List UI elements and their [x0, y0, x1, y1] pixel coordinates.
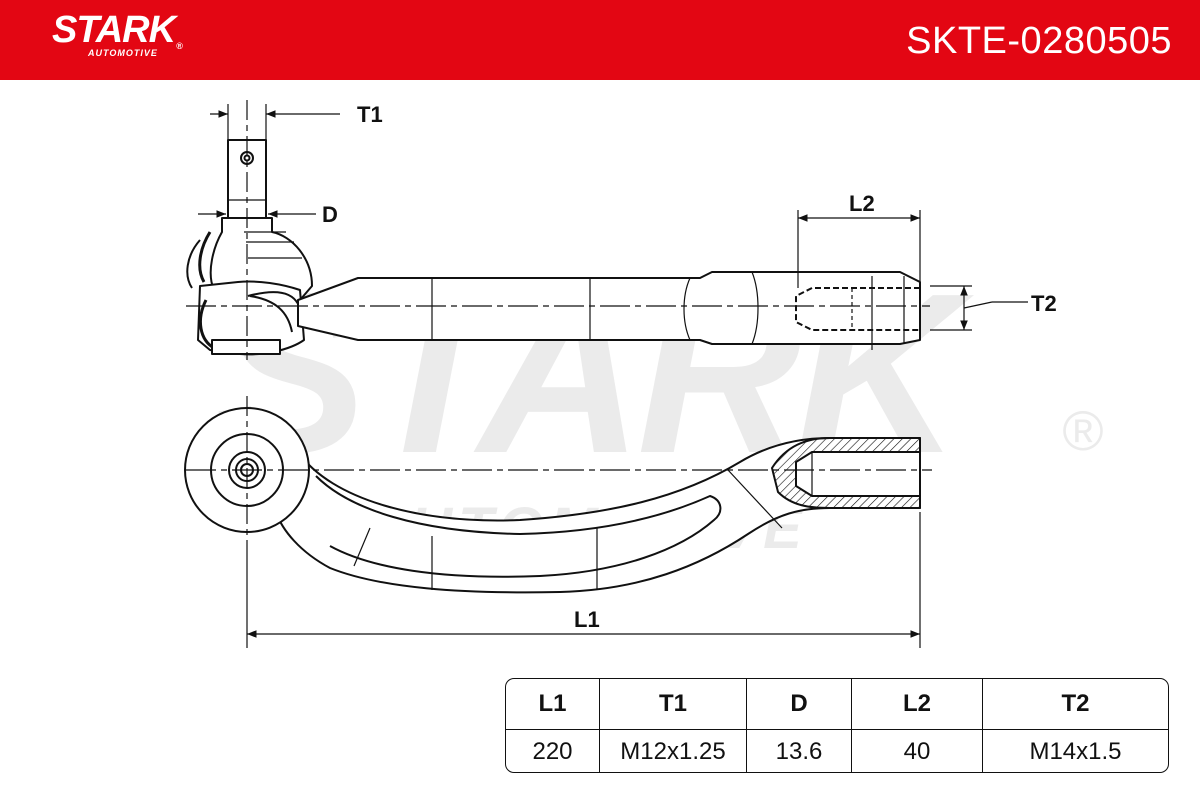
table-cell: 13.6	[746, 729, 852, 772]
tie-rod-side-view	[186, 100, 930, 360]
dimension-l1	[246, 512, 921, 648]
logo-brand-text: STARK	[52, 9, 176, 51]
table-header-cell: D	[746, 679, 852, 730]
watermark-registered: ®	[1062, 399, 1103, 462]
header-bar: STARK® AUTOMOTIVE SKTE-0280505	[0, 0, 1200, 80]
tie-rod-arm	[275, 437, 921, 594]
logo-registered-mark: ®	[176, 41, 183, 51]
technical-drawing: STARK AUTOMOTIVE ®	[184, 100, 1104, 648]
dimensions-table: L1 T1 D L2 T2 220 M12x1.25 13.6 40 M14x1…	[505, 678, 1169, 773]
dust-boot	[209, 217, 313, 301]
tie-rod-shaft	[297, 271, 921, 345]
label-l2: L2	[849, 191, 875, 216]
table-cell: M14x1.5	[982, 729, 1168, 772]
tie-rod-plan-view	[184, 396, 932, 594]
logo-subtitle: AUTOMOTIVE	[88, 48, 158, 58]
dimensions-side-view	[198, 104, 1028, 331]
table-header-cell: T2	[982, 679, 1168, 730]
table-row: 220 M12x1.25 13.6 40 M14x1.5	[506, 729, 1168, 772]
table-header-cell: T1	[599, 679, 747, 730]
stark-logo: STARK® AUTOMOTIVE	[52, 9, 183, 58]
table-cell: 220	[532, 737, 573, 765]
label-d: D	[322, 202, 338, 227]
label-l1: L1	[574, 607, 600, 632]
table-cell: 40	[851, 729, 983, 772]
label-t1: T1	[357, 102, 383, 127]
part-number: SKTE-0280505	[906, 20, 1172, 62]
label-t2: T2	[1031, 291, 1057, 316]
hatched-section	[771, 437, 921, 509]
inner-thread	[795, 287, 920, 331]
table-header-cell: L2	[851, 679, 983, 730]
table-header-cell: L1	[506, 679, 600, 730]
table-cell: M12x1.25	[599, 729, 747, 772]
table-header-row: L1 T1 D L2 T2	[506, 679, 1168, 730]
